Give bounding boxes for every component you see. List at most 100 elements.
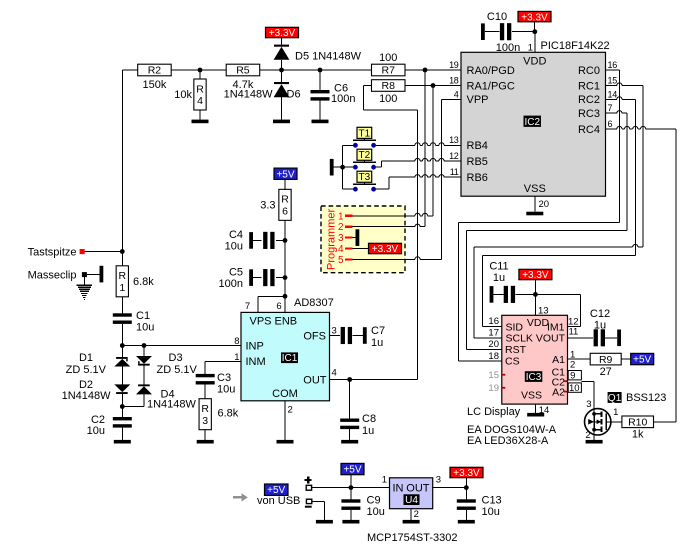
svg-text:1u: 1u <box>493 272 505 284</box>
svg-text:4: 4 <box>332 367 337 378</box>
svg-text:OUT: OUT <box>406 483 430 495</box>
svg-text:100n: 100n <box>331 93 355 105</box>
svg-text:4: 4 <box>338 244 344 255</box>
svg-text:+5V: +5V <box>343 465 361 476</box>
svg-text:INM: INM <box>246 356 266 368</box>
svg-text:+3.3V: +3.3V <box>269 28 296 39</box>
svg-text:R: R <box>201 403 209 415</box>
svg-text:C13: C13 <box>482 495 502 507</box>
svg-text:IC3: IC3 <box>526 372 542 383</box>
svg-text:1: 1 <box>119 282 125 294</box>
svg-text:IN: IN <box>393 483 404 495</box>
svg-text:VOUT: VOUT <box>536 333 566 345</box>
svg-text:10k: 10k <box>174 89 192 101</box>
svg-text:VSS: VSS <box>521 390 542 402</box>
svg-text:INP: INP <box>246 340 264 352</box>
svg-text:14: 14 <box>608 89 618 99</box>
svg-text:AD8307: AD8307 <box>294 297 334 309</box>
svg-text:C4: C4 <box>229 229 243 241</box>
svg-text:C8: C8 <box>362 413 376 425</box>
svg-text:RC4: RC4 <box>578 124 600 136</box>
svg-text:6.8k: 6.8k <box>218 407 239 419</box>
svg-text:RA0/PGD: RA0/PGD <box>467 65 515 77</box>
svg-text:Programmer: Programmer <box>325 209 337 270</box>
svg-text:11: 11 <box>450 167 459 177</box>
svg-text:ENB: ENB <box>275 316 298 328</box>
svg-text:RST: RST <box>505 344 527 356</box>
svg-text:R2: R2 <box>148 65 162 77</box>
svg-text:+3.3V: +3.3V <box>453 468 480 479</box>
svg-text:C10: C10 <box>487 11 507 23</box>
svg-text:13: 13 <box>449 135 459 145</box>
svg-text:3: 3 <box>436 475 441 486</box>
svg-text:R5: R5 <box>236 65 250 77</box>
svg-text:+3.3V: +3.3V <box>521 12 548 23</box>
svg-text:RC2: RC2 <box>578 94 600 106</box>
svg-text:C12: C12 <box>590 308 610 320</box>
svg-text:1: 1 <box>338 211 344 222</box>
svg-text:10u: 10u <box>136 321 154 333</box>
svg-text:2: 2 <box>570 359 575 370</box>
svg-text:SCLK: SCLK <box>506 333 533 345</box>
svg-text:1u: 1u <box>362 425 374 437</box>
svg-text:1N4148W: 1N4148W <box>62 390 112 402</box>
svg-text:R: R <box>281 194 289 206</box>
svg-text:100: 100 <box>379 93 397 105</box>
svg-text:OFS: OFS <box>303 330 326 342</box>
svg-text:C1: C1 <box>552 367 566 379</box>
svg-text:C2: C2 <box>552 377 566 389</box>
svg-text:12: 12 <box>449 151 459 161</box>
svg-text:1: 1 <box>382 475 387 486</box>
svg-text:R: R <box>119 270 127 282</box>
svg-text:T2: T2 <box>359 150 371 161</box>
svg-text:6: 6 <box>608 119 613 129</box>
svg-text:1k: 1k <box>632 429 644 441</box>
svg-text:D1: D1 <box>79 352 93 364</box>
svg-text:C6: C6 <box>334 82 348 94</box>
svg-text:RB6: RB6 <box>467 172 488 184</box>
svg-text:27: 27 <box>600 366 612 378</box>
svg-text:+3.3V: +3.3V <box>522 270 549 281</box>
svg-text:4.7k: 4.7k <box>233 79 254 91</box>
svg-text:15: 15 <box>488 370 499 381</box>
svg-text:D2: D2 <box>79 379 93 391</box>
svg-text:RC0: RC0 <box>578 65 600 77</box>
svg-text:EA DOGS104W-A: EA DOGS104W-A <box>467 424 557 436</box>
svg-text:2: 2 <box>288 404 293 415</box>
svg-text:4: 4 <box>454 89 459 99</box>
svg-text:Masseclip: Masseclip <box>28 269 77 281</box>
svg-text:100n: 100n <box>219 278 243 290</box>
svg-text:VPS: VPS <box>250 316 272 328</box>
svg-text:12: 12 <box>568 316 579 327</box>
svg-text:C7: C7 <box>371 325 385 337</box>
svg-text:D6: D6 <box>287 88 301 100</box>
svg-text:1: 1 <box>234 352 239 363</box>
svg-text:ZD 5.1V: ZD 5.1V <box>66 364 107 376</box>
svg-text:150k: 150k <box>143 79 167 91</box>
svg-text:C3: C3 <box>217 372 231 384</box>
svg-text:2: 2 <box>414 509 419 520</box>
svg-text:19: 19 <box>449 60 459 70</box>
svg-text:von USB: von USB <box>257 495 300 507</box>
svg-text:20: 20 <box>488 339 499 350</box>
svg-text:COM: COM <box>272 388 298 400</box>
svg-text:19: 19 <box>488 383 499 394</box>
svg-text:+3.3V: +3.3V <box>372 244 399 255</box>
svg-text:MCP1754ST-3302: MCP1754ST-3302 <box>367 532 458 544</box>
svg-text:1: 1 <box>570 350 575 361</box>
svg-text:6.8k: 6.8k <box>133 276 154 288</box>
svg-text:1: 1 <box>528 43 533 54</box>
svg-text:15: 15 <box>608 75 618 85</box>
svg-text:A2: A2 <box>552 387 565 399</box>
svg-text:VPP: VPP <box>467 94 489 106</box>
svg-text:R9: R9 <box>599 354 613 366</box>
svg-text:D5 1N4148W: D5 1N4148W <box>295 51 362 63</box>
svg-text:11: 11 <box>568 327 578 338</box>
svg-text:14: 14 <box>539 405 550 416</box>
svg-text:3: 3 <box>586 399 591 410</box>
svg-text:3: 3 <box>332 325 337 336</box>
svg-text:5: 5 <box>338 255 344 266</box>
svg-text:T1: T1 <box>359 128 371 139</box>
svg-text:13: 13 <box>538 306 549 317</box>
svg-text:RC1: RC1 <box>578 80 600 92</box>
